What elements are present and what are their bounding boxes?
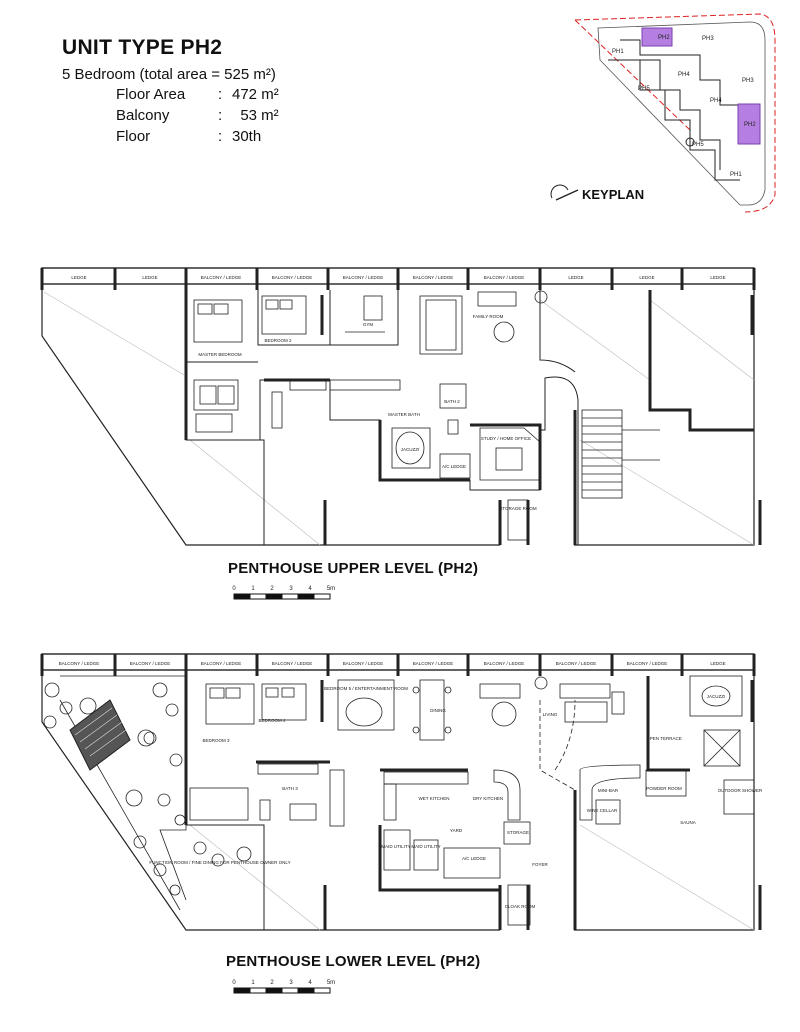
lower-level-caption: PENTHOUSE LOWER LEVEL (PH2): [226, 953, 481, 970]
keyplan-unit-label: PH5: [692, 142, 704, 148]
keyplan-unit-label: PH4: [710, 98, 722, 104]
ledge-label: LEDGE: [639, 275, 654, 280]
room-label: DRY KITCHEN: [473, 796, 503, 801]
keyplan-unit-label: PH2: [744, 122, 756, 128]
ledge-label: LEDGE: [710, 275, 725, 280]
room-label: POWDER ROOM: [646, 786, 682, 791]
room-label: OPEN TERRACE: [646, 736, 681, 741]
room-label: A/C LEDGE: [462, 856, 486, 861]
spec-label: Balcony: [116, 107, 170, 124]
room-label: DINING: [430, 708, 446, 713]
ledge-label: BALCONY / LEDGE: [556, 661, 596, 666]
lower-level-plan: [40, 653, 762, 931]
ledge-label: BALCONY / LEDGE: [272, 275, 312, 280]
keyplan-unit-label: PH1: [612, 49, 624, 55]
room-label: BEDROOM 2: [264, 338, 292, 343]
ledge-label: BALCONY / LEDGE: [413, 275, 453, 280]
spec-value: 30th: [232, 128, 262, 145]
keyplan-unit-label: PH2: [658, 35, 670, 41]
keyplan-unit-label: PH3: [702, 36, 714, 42]
room-label: A/C LEDGE: [442, 464, 466, 469]
spec-colon: :: [218, 107, 223, 124]
keyplan-label: KEYPLAN: [582, 187, 645, 202]
ledge-label: LEDGE: [568, 275, 583, 280]
keyplan-unit-label: PH4: [678, 72, 690, 78]
room-label: LIVING: [543, 712, 558, 717]
spec-colon: :: [218, 86, 223, 103]
unit-title: UNIT TYPE PH2: [62, 36, 223, 59]
room-label: WINE CELLAR: [587, 808, 618, 813]
ledge-label: LEDGE: [71, 275, 86, 280]
room-label: FAMILY ROOM: [473, 314, 504, 319]
keyplan-unit-label: PH1: [730, 172, 742, 178]
room-label: FUNCTION ROOM / FINE DINING FOR PENTHOUS…: [149, 860, 290, 865]
room-label: CLOAK ROOM: [505, 904, 536, 909]
upper-level-caption: PENTHOUSE UPPER LEVEL (PH2): [228, 560, 479, 577]
spec-value: 472 m²: [232, 86, 279, 103]
room-label: BEDROOM 4: [258, 718, 286, 723]
room-label: STUDY / HOME OFFICE: [481, 436, 531, 441]
room-label: MAID UTILITY: [411, 844, 440, 849]
room-label: STORAGE: [507, 830, 529, 835]
keyplan-unit-label: PH5: [638, 86, 650, 92]
upper-level-plan: [40, 267, 762, 546]
room-label: YARD: [450, 828, 463, 833]
room-label: FOYER: [532, 862, 548, 867]
room-label: BATH 2: [444, 399, 460, 404]
scale-tick: 3: [289, 980, 293, 986]
scale-tick: 3: [289, 586, 293, 592]
scale-bar-lower: [233, 987, 331, 994]
room-label: GYM: [363, 322, 374, 327]
keyplan-unit-label: PH3: [742, 78, 754, 84]
room-label: MASTER BEDROOM: [198, 352, 242, 357]
spec-colon: :: [218, 128, 223, 145]
ledge-label: LEDGE: [142, 275, 157, 280]
spec-value: 53 m²: [232, 107, 279, 124]
unit-summary: 5 Bedroom (total area = 525 m²): [62, 66, 276, 83]
ledge-label: BALCONY / LEDGE: [130, 661, 170, 666]
ledge-label: BALCONY / LEDGE: [201, 275, 241, 280]
scale-bar-upper: [233, 593, 331, 600]
room-label: WET KITCHEN: [419, 796, 450, 801]
room-label: JACUZZI: [707, 694, 726, 699]
room-label: SAUNA: [680, 820, 696, 825]
scale-tick: 0: [232, 586, 236, 592]
room-label: MINI-BAR: [598, 788, 619, 793]
room-label: MASTER BATH: [388, 412, 420, 417]
scale-tick: 5m: [327, 980, 335, 986]
spec-label: Floor Area: [116, 86, 186, 103]
ledge-label: BALCONY / LEDGE: [201, 661, 241, 666]
ledge-label: BALCONY / LEDGE: [59, 661, 99, 666]
room-label: BEDROOM 5 / ENTERTAINMENT ROOM: [324, 686, 408, 691]
scale-tick: 4: [308, 980, 312, 986]
scale-tick: 2: [270, 586, 274, 592]
spec-label: Floor: [116, 128, 151, 145]
ledge-label: BALCONY / LEDGE: [484, 661, 524, 666]
room-label: JACUZZI: [401, 447, 420, 452]
room-label: MAID UTILITY: [381, 844, 410, 849]
scale-tick: 2: [270, 980, 274, 986]
ledge-label: BALCONY / LEDGE: [627, 661, 667, 666]
ledge-label: BALCONY / LEDGE: [272, 661, 312, 666]
scale-tick: 5m: [327, 586, 335, 592]
scale-tick: 0: [232, 980, 236, 986]
room-label: OUTDOOR SHOWER: [718, 788, 763, 793]
ledge-label: BALCONY / LEDGE: [343, 275, 383, 280]
keyplan: [550, 13, 776, 213]
room-label: STORAGE ROOM: [499, 506, 536, 511]
room-label: BEDROOM 3: [202, 738, 230, 743]
ledge-label: BALCONY / LEDGE: [484, 275, 524, 280]
scale-tick: 1: [251, 586, 255, 592]
ledge-label: BALCONY / LEDGE: [343, 661, 383, 666]
room-label: BATH 3: [282, 786, 298, 791]
scale-tick: 4: [308, 586, 312, 592]
ledge-label: LEDGE: [710, 661, 725, 666]
ledge-label: BALCONY / LEDGE: [413, 661, 453, 666]
scale-tick: 1: [251, 980, 255, 986]
